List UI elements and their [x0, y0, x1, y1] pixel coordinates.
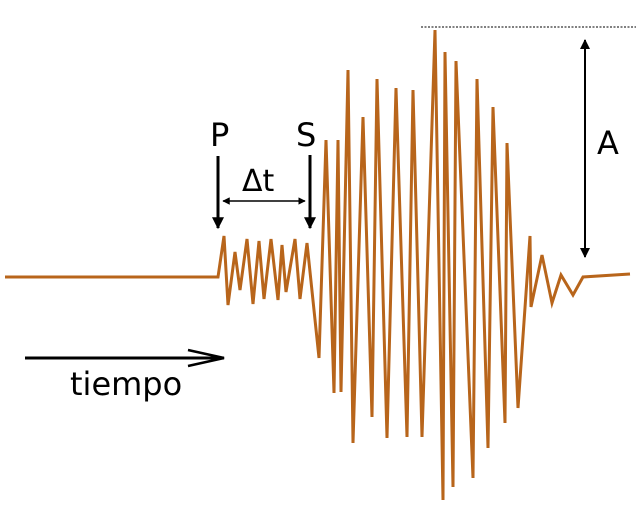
p-wave-label: P [210, 116, 229, 154]
amplitude-label: A [597, 124, 619, 162]
time-arrow-head [187, 348, 225, 368]
s-wave-label: S [296, 116, 316, 154]
time-axis-label: tiempo [70, 365, 182, 403]
delta-t-label: Δt [242, 164, 275, 199]
seismic-trace [5, 29, 631, 501]
